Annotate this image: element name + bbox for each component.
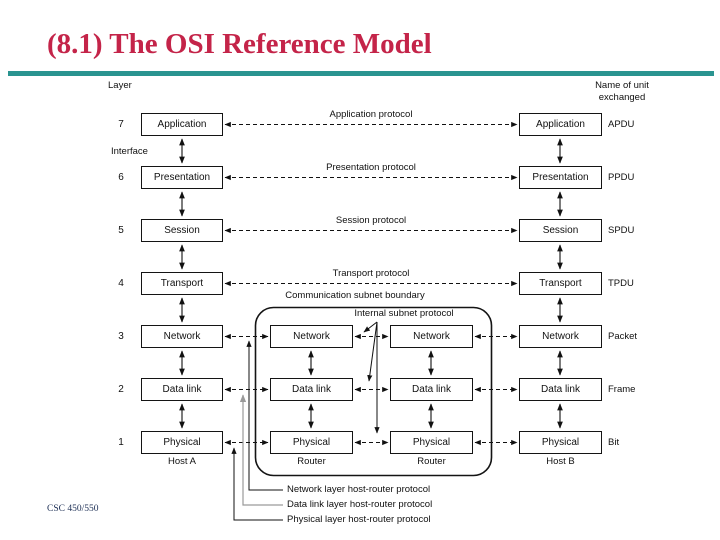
- hosta-box-datalink: Data link: [141, 378, 223, 401]
- legend-network-host-router: Network layer host-router protocol: [287, 484, 431, 495]
- unit-header-line2: exchanged: [598, 92, 646, 103]
- unit-header-line1: Name of unit: [595, 80, 649, 91]
- hosta-box-physical: Physical: [141, 431, 223, 454]
- hosta-box-presentation: Presentation: [141, 166, 223, 189]
- hosta-box-session: Session: [141, 219, 223, 242]
- unit-ppdu: PPDU: [608, 172, 635, 183]
- router1-box-datalink: Data link: [270, 378, 353, 401]
- host-b-label: Host B: [546, 456, 575, 467]
- layer-number-2: 2: [118, 384, 124, 395]
- hostb-box-application: Application: [519, 113, 602, 136]
- host-a-label: Host A: [168, 456, 196, 467]
- protocol-label-presentation: Presentation protocol: [326, 162, 416, 173]
- subnet-boundary-label: Communication subnet boundary: [285, 290, 425, 301]
- layer-number-5: 5: [118, 225, 124, 236]
- unit-tpdu: TPDU: [608, 278, 634, 289]
- router2-box-network: Network: [390, 325, 473, 348]
- hostb-box-transport: Transport: [519, 272, 602, 295]
- router1-label: Router: [297, 456, 326, 467]
- hostb-box-presentation: Presentation: [519, 166, 602, 189]
- slide-title: (8.1) The OSI Reference Model: [47, 28, 432, 60]
- unit-packet: Packet: [608, 331, 638, 342]
- legend-datalink-host-router: Data link layer host-router protocol: [287, 499, 433, 510]
- layer-number-3: 3: [118, 331, 124, 342]
- hostb-box-session: Session: [519, 219, 602, 242]
- unit-frame: Frame: [608, 384, 636, 395]
- layer-number-4: 4: [118, 278, 124, 289]
- hostb-box-physical: Physical: [519, 431, 602, 454]
- unit-spdu: SPDU: [608, 225, 635, 236]
- title-underline-rule: [8, 71, 714, 76]
- router2-label: Router: [417, 456, 446, 467]
- layer-axis-label: Layer: [108, 80, 132, 91]
- router2-box-datalink: Data link: [390, 378, 473, 401]
- layer-number-6: 6: [118, 172, 124, 183]
- router1-box-physical: Physical: [270, 431, 353, 454]
- protocol-label-application: Application protocol: [329, 109, 413, 120]
- hosta-box-network: Network: [141, 325, 223, 348]
- hostb-box-datalink: Data link: [519, 378, 602, 401]
- interface-label: Interface: [111, 146, 148, 157]
- internal-subnet-protocol-label: Internal subnet protocol: [354, 308, 454, 319]
- hosta-box-transport: Transport: [141, 272, 223, 295]
- router1-box-network: Network: [270, 325, 353, 348]
- router2-box-physical: Physical: [390, 431, 473, 454]
- hostb-box-network: Network: [519, 325, 602, 348]
- unit-column-header: Name of unit exchanged: [582, 80, 662, 104]
- unit-apdu: APDU: [608, 119, 635, 130]
- legend-physical-host-router: Physical layer host-router protocol: [287, 514, 431, 525]
- layer-number-7: 7: [118, 119, 124, 130]
- unit-bit: Bit: [608, 437, 620, 448]
- course-footer: CSC 450/550: [47, 504, 99, 514]
- protocol-label-session: Session protocol: [335, 215, 407, 226]
- protocol-label-transport: Transport protocol: [332, 268, 410, 279]
- layer-number-1: 1: [118, 437, 124, 448]
- hosta-box-application: Application: [141, 113, 223, 136]
